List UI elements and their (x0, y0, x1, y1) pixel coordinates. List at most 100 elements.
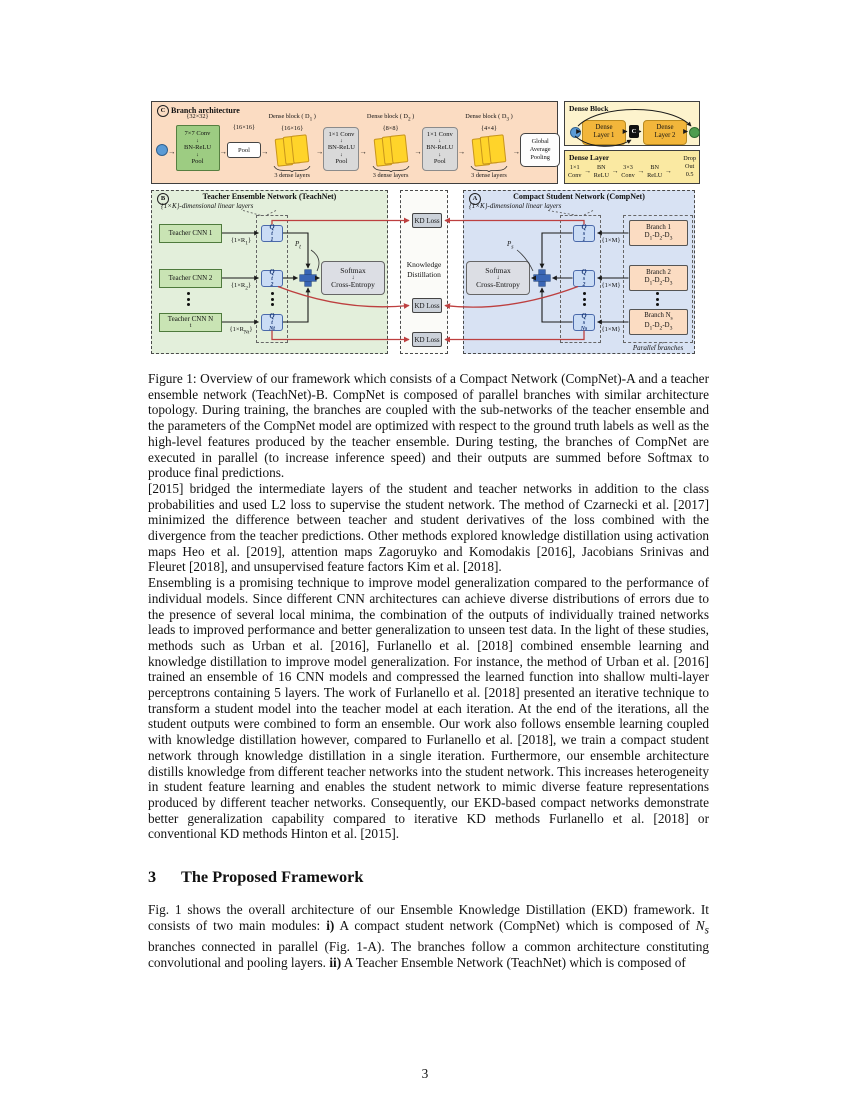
teacher-cnn-1-box: Teacher CNN 1 (159, 223, 222, 243)
arrow-down-icon: ↓ (340, 151, 343, 158)
rn-label: {1×RNt} (229, 326, 253, 336)
figure-caption: Figure 1: Overview of our framework whic… (148, 371, 709, 481)
arrow-right-icon: → (584, 167, 592, 176)
arrow-down-icon: ↓ (438, 151, 442, 158)
underbrace-icon (470, 166, 508, 172)
input-node-icon (570, 127, 581, 138)
dense-block-1-heading: Dense block ( D1 ) (268, 113, 316, 123)
arrow-right-icon: → (664, 167, 672, 176)
transition-line: 1×1 Conv (328, 130, 355, 138)
teacher-sum-icon (300, 270, 316, 286)
dense-block-2-heading: Dense block ( D2 ) (366, 113, 415, 123)
teacher-cnn-ellipsis (187, 292, 190, 306)
branch-blocks: D1-D2-D3 (644, 277, 673, 287)
dense-block-2-unit: Dense block ( D2 ) {8×8} 3 dense layers (367, 112, 414, 180)
arrow-right-icon: → (219, 146, 228, 156)
branch-n-box: Branch Ns D1-D2-D3 (629, 309, 688, 335)
transition-line: BN-ReLU (327, 144, 355, 152)
arrow-down-icon: ↓ (340, 137, 343, 144)
branch-name: Branch 1 (646, 223, 671, 231)
dense-block-1-unit: Dense block ( D1 ) {16×16} 3 dense layer… (269, 112, 316, 180)
input-size-label: {32×32} (186, 113, 209, 120)
pool-unit: {16×16} Pool (227, 112, 261, 180)
dense-block-1-size: {16×16} (281, 125, 304, 133)
softmax-label: Softmax (340, 265, 366, 275)
section-number: 3 (148, 867, 157, 887)
underbrace-icon (273, 166, 311, 172)
branch-flow: → {32×32} 7×7 Conv ↓ BN-ReLU ↓ Pool → {1… (156, 112, 561, 180)
kd-label-line: Knowledge (406, 260, 442, 269)
cross-entropy-label: Cross-Entropy (331, 280, 375, 290)
dense-block-3-unit: Dense block ( D3 ) {4×4} 3 dense layers (465, 112, 512, 180)
kd-loss-3-box: KD Loss (412, 332, 442, 347)
knowledge-distillation-label: Knowledge Distillation (400, 260, 448, 280)
dense-block-2-stack (373, 134, 408, 167)
paragraph-1: [2015] bridged the intermediate layers o… (148, 480, 709, 575)
input-node-icon (156, 144, 168, 156)
arrow-down-icon: ↓ (196, 151, 199, 158)
branch-architecture-panel: C Branch architecture → {32×32} 7×7 Conv… (151, 101, 561, 184)
input-node-unit (156, 112, 168, 180)
paragraph-3: Fig. 1 shows the overall architecture of… (148, 901, 709, 970)
gap-unit: Global Average Pooling (520, 112, 561, 180)
stem-line: Pool (191, 158, 204, 166)
transition-1-box: 1×1 Conv ↓ BN-ReLU ↓ Pool (323, 126, 360, 171)
transition-2-unit: 1×1 Conv ↓ BN-ReLU ↓ Pool (421, 112, 458, 180)
teacher-q-ellipsis (270, 292, 274, 306)
panel-a-tag: A (469, 193, 481, 205)
r2-label: {1×R2} (230, 282, 252, 292)
branch-2-box: Branch 2 D1-D2-D3 (629, 265, 688, 291)
transition-1-unit: 1×1 Conv ↓ BN-ReLU ↓ Pool (323, 112, 360, 180)
dense-block-2-size: {8×8} (382, 125, 399, 133)
arrow-right-icon: → (261, 146, 269, 156)
arrow-down-icon: ↓ (438, 137, 442, 144)
gap-line: Pooling (530, 153, 550, 161)
arrow-right-icon: → (359, 146, 367, 156)
student-title: Compact Student Network (CompNet) (513, 192, 645, 201)
dense-block-3-stack (471, 134, 507, 167)
stem-line: BN-ReLU (183, 144, 212, 152)
teacher-softmax-box: Softmax ↓ Cross-Entropy (321, 261, 385, 295)
arrow-right-icon: → (637, 167, 645, 176)
transition-line: 1×1 Conv (426, 130, 453, 138)
arrow-right-icon: → (414, 146, 422, 156)
transition-2-box: 1×1 Conv ↓ BN-ReLU ↓ Pool (421, 126, 458, 171)
teacher-cnn-2-box: Teacher CNN 2 (159, 268, 222, 288)
arrow-right-icon: → (168, 146, 176, 156)
arrow-down-icon: ↓ (351, 274, 355, 281)
gap-line: Average (529, 145, 551, 153)
branch-name: Branch Ns (644, 311, 673, 321)
transition-line: Pool (433, 158, 446, 166)
student-q-ellipsis (582, 292, 586, 306)
branch-1-box: Branch 1 D1-D2-D3 (629, 220, 688, 246)
student-dim-label: {1×K}-dimensional linear layers (469, 202, 562, 210)
teacher-p-label: Pt (295, 240, 301, 251)
panel-c-title: C Branch architecture (157, 105, 240, 117)
underbrace-icon (372, 166, 409, 172)
cross-entropy-label: Cross-Entropy (476, 280, 520, 290)
dense-block-legend-title: Dense Block (569, 104, 609, 113)
figure-1: C Branch architecture → {32×32} 7×7 Conv… (149, 99, 702, 355)
student-sum-icon (534, 270, 550, 286)
concat-box: C (629, 125, 639, 138)
dense-block-1-sub: 3 dense layers (274, 172, 311, 179)
dense-layer-legend-title: Dense Layer (569, 152, 610, 162)
text-column: Figure 1: Overview of our framework whic… (148, 371, 709, 970)
transition-line: Pool (335, 158, 348, 166)
branch-name: Branch 2 (646, 268, 671, 276)
dense-block-1-stack (274, 134, 310, 167)
